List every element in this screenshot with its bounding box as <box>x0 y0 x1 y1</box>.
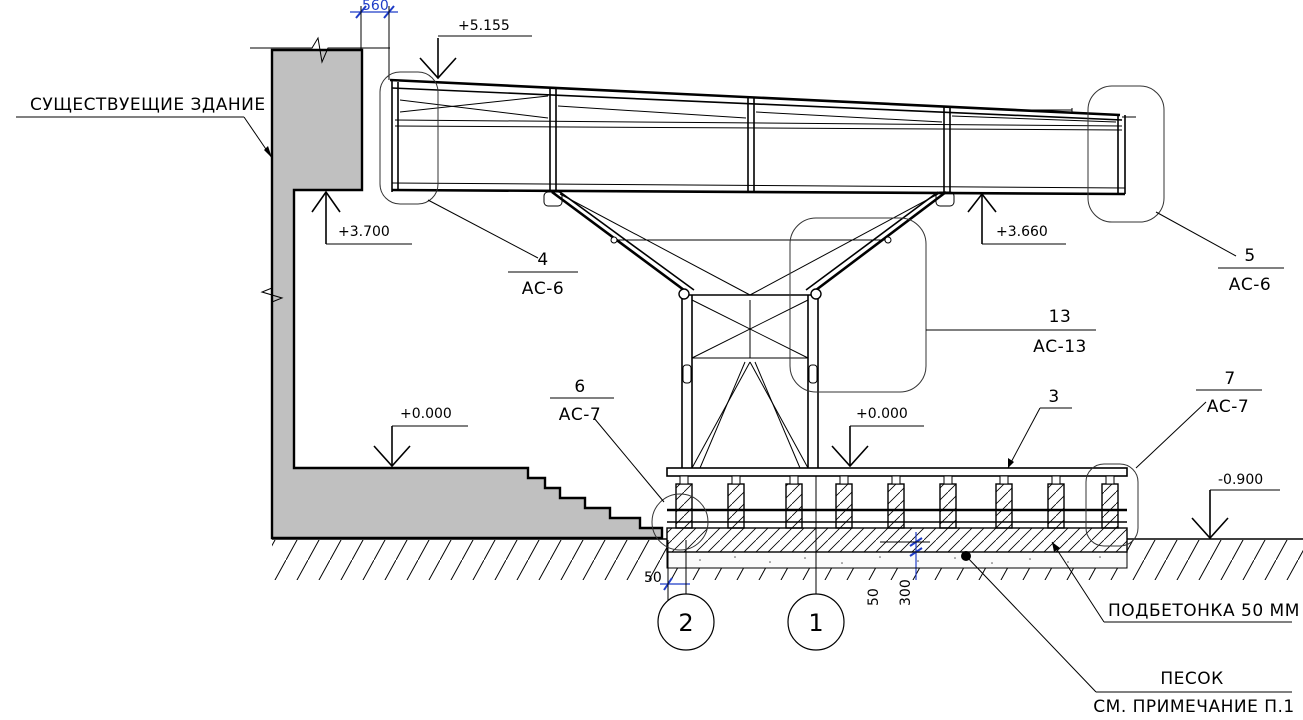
detail-5-sheet: АС-6 <box>1229 275 1271 295</box>
elevation-beam-bottom: +3.660 <box>967 192 1066 245</box>
elevation-beam-bottom-text: +3.660 <box>996 224 1048 240</box>
elevation-ground-center-text: +0.000 <box>856 406 908 422</box>
elevation-ground-center: +0.000 <box>831 406 924 468</box>
pedestal-caps <box>679 475 1115 485</box>
subconcrete-label: ПОДБЕТОНКА 50 ММ <box>1108 601 1300 621</box>
sand-dots <box>699 556 1101 564</box>
elevation-top-text: +5.155 <box>458 18 510 34</box>
dimension-top-gap: 560 <box>350 0 398 80</box>
detail-4-number: 4 <box>537 250 548 270</box>
detail-7-sheet: АС-7 <box>1207 397 1249 417</box>
sand-note-label: СМ. ПРИМЕЧАНИЕ П.1 <box>1093 697 1294 717</box>
sand-layer <box>666 551 1128 569</box>
detail-6-callout: 6 АС-7 <box>550 377 709 551</box>
building-wall-section <box>270 48 664 540</box>
detail-4-callout: 4 АС-6 <box>379 71 578 299</box>
earth-hatch-left <box>272 540 667 580</box>
sand-label: ПЕСОК <box>1160 669 1223 689</box>
existing-building-leader: СУЩЕСТВУЕЩИЕ ЗДАНИЕ <box>16 95 273 159</box>
axis-2: 2 <box>657 540 715 651</box>
subconcrete-leader: ПОДБЕТОНКА 50 ММ <box>1051 541 1300 623</box>
axis-1-label: 1 <box>808 609 823 637</box>
dimension-layers: 50 300 <box>866 532 930 606</box>
dimension-bottom-offset-text: 50 <box>644 570 662 586</box>
elevation-ground-right-text: -0.900 <box>1218 472 1263 488</box>
detail-7-callout: 7 АС-7 <box>1085 369 1262 547</box>
detail-13-callout: 13 АС-13 <box>789 217 1096 393</box>
axis-1: 1 <box>787 476 845 651</box>
elevation-ground-left: +0.000 <box>373 406 468 468</box>
sand-leader: ПЕСОК СМ. ПРИМЕЧАНИЕ П.1 <box>965 555 1294 717</box>
v-struts <box>543 190 955 300</box>
elevation-ground-right: -0.900 <box>1191 472 1280 540</box>
existing-building-label: СУЩЕСТВУЕЩИЕ ЗДАНИЕ <box>30 95 266 115</box>
ground <box>272 538 1303 580</box>
dimension-top-gap-text: 560 <box>362 0 389 14</box>
detail-6-sheet: АС-7 <box>559 405 601 425</box>
item-3-leader: 3 <box>1007 387 1072 469</box>
item-3-label: 3 <box>1048 387 1059 407</box>
elevation-wall-ledge: +3.700 <box>311 190 412 245</box>
elevation-ground-left-text: +0.000 <box>400 406 452 422</box>
pedestals <box>675 483 1119 529</box>
detail-5-callout: 5 АС-6 <box>1087 85 1284 295</box>
axis-2-label: 2 <box>678 609 693 637</box>
base-frame <box>666 467 1128 529</box>
detail-5-number: 5 <box>1244 246 1255 266</box>
detail-7-number: 7 <box>1224 369 1235 389</box>
elevation-wall-ledge-text: +3.700 <box>338 224 390 240</box>
earth-hatch-under <box>667 568 1127 580</box>
column <box>681 294 819 469</box>
earth-hatch-right <box>1127 540 1303 580</box>
detail-6-number: 6 <box>574 377 585 397</box>
dimension-subconcrete-text: 50 <box>866 588 882 606</box>
canopy <box>389 78 1136 196</box>
detail-4-sheet: АС-6 <box>522 279 564 299</box>
dimension-sand-text: 300 <box>898 579 914 606</box>
existing-building <box>250 36 664 540</box>
detail-13-sheet: АС-13 <box>1033 337 1087 357</box>
elevation-top: +5.155 <box>419 18 532 80</box>
deck-plate <box>666 467 1128 477</box>
detail-13-number: 13 <box>1049 307 1072 327</box>
wall-break-side <box>260 287 284 303</box>
wall-break-top <box>250 36 390 64</box>
